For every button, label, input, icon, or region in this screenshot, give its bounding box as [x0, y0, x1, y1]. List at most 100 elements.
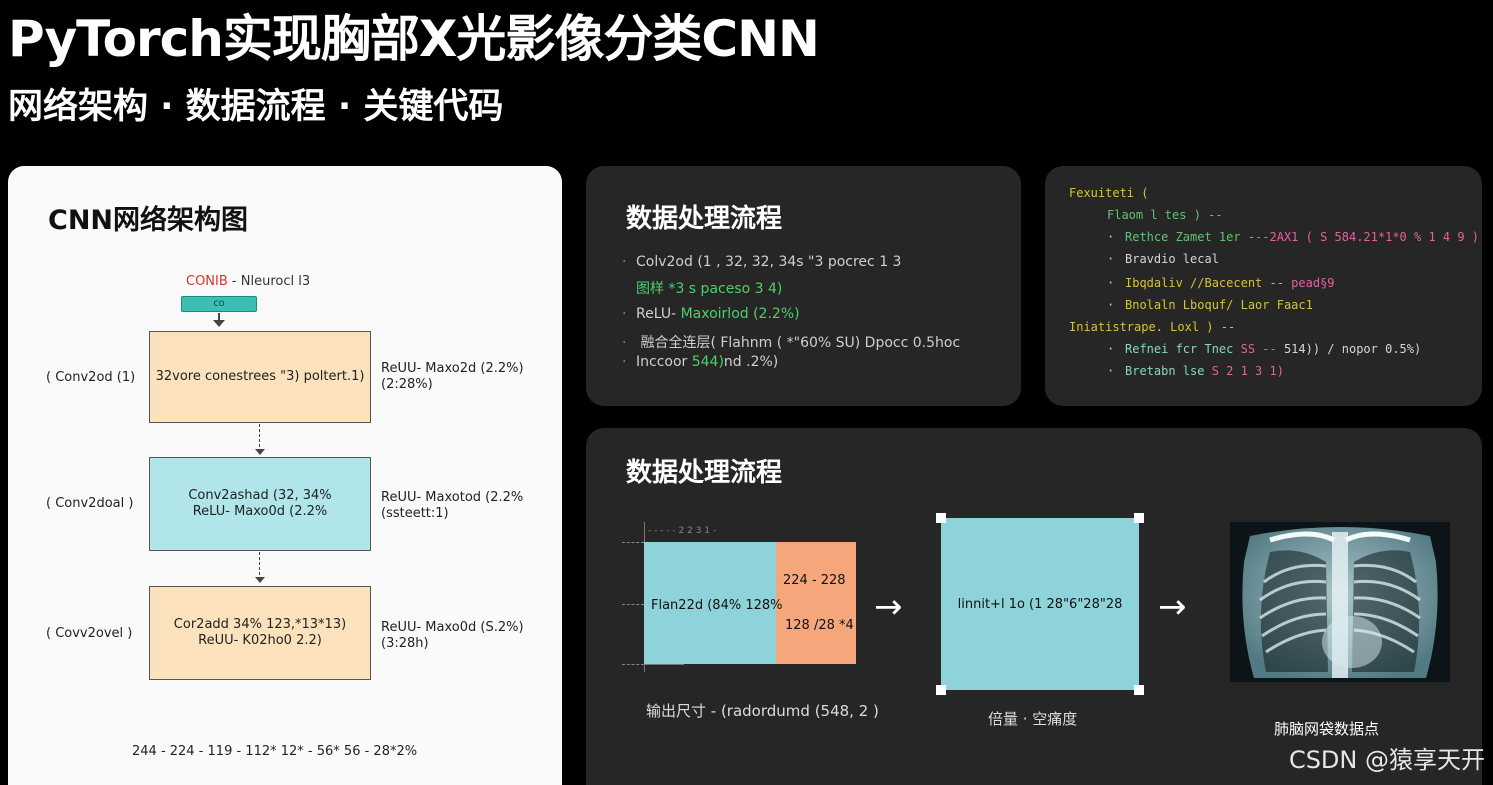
code-segment: SS -- [1240, 342, 1277, 356]
process-line-3: ·ReLU- Maxoirlod (2.2%) [622, 306, 800, 322]
conv-block-3-line2: ReUU- K02ho0 2.2) [198, 633, 322, 648]
linear-layer-label: 倍量 · 空痛度 [988, 710, 1078, 728]
conv-block-2-line2: ReLU- Maxo0d (2.2% [192, 504, 328, 519]
tensor-horizontal-guide [644, 664, 684, 665]
feature-map-dims: 244 - 224 - 119 - 112* 12* - 56* 56 - 28… [132, 744, 418, 759]
code-bullet: · [1107, 364, 1115, 378]
process-line-2-text: 图样 *3 s paceso 3 4) [636, 281, 783, 297]
linear-corner-br [1134, 685, 1144, 695]
input-layer-bar: co [181, 296, 257, 312]
data-flow-card: 数据处理流程 - - - - - 2 2 3 1 - Flan22d (84% … [586, 428, 1482, 785]
xray-label: 肺脑网袋数据点 [1274, 720, 1380, 738]
chest-xray-image [1230, 522, 1450, 682]
block-1-left-label: ( Conv2od (1) [46, 370, 136, 385]
linear-layer-text: linnit+l 1o (1 28"6"28"28 [957, 596, 1123, 612]
code-bullet: · [1107, 342, 1115, 356]
input-arrow-line [218, 313, 220, 323]
tensor-top-guide: - - - - - 2 2 3 1 - [648, 526, 717, 536]
dashed-connector-2 [259, 552, 260, 580]
code-segment: Refnei fcr Tnec [1125, 342, 1241, 356]
watermark: CSDN @猿享天开 [1288, 746, 1485, 774]
conv-block-3-line1: Cor2add 34% 123,*13*13) [173, 617, 347, 632]
code-line-1: Fexuiteti ( [1069, 186, 1148, 200]
linear-corner-bl [936, 685, 946, 695]
input-label: CONIB - Nleurocl l3 [186, 274, 310, 289]
process-line-5-green: 544) [691, 354, 724, 370]
code-bullet: · [1107, 230, 1115, 244]
code-segment: Fexuiteti ( [1069, 186, 1149, 200]
process-line-5-pre: Inccoor [636, 354, 692, 370]
block-1-right-line2: (2:28%) [381, 377, 433, 392]
feature-tensor-depth [776, 542, 856, 664]
dashed-arrow-head-1 [255, 449, 265, 455]
input-label-red: CONIB [186, 274, 228, 289]
process-line-3-pre: ReLU- [636, 306, 681, 322]
code-line-6: · Bnolaln Lboquf/ Laor Faac1 [1107, 298, 1313, 312]
block-3-right-label: ReUU- Maxo0d (S.2%)(3:28h) [381, 620, 524, 652]
conv-block-1-line1: 32vore conestrees "3) poltert.1) [155, 369, 365, 384]
code-segment: Bnolaln Lboquf/ Laor Faac1 [1125, 298, 1313, 312]
conv-block-2-line1: Conv2ashad (32, 34% [188, 488, 332, 503]
code-segment: --2AX1 ( S 584.21*1*0 % 1 4 9 ) [1255, 230, 1480, 244]
process-line-4: · 融合全连层( Flahnm ( *"60% SU) Dpocc 0.5hoc [622, 335, 961, 351]
block-1-right-label: ReUU- Maxo2d (2.2%)(2:28%) [381, 361, 524, 393]
conv-block-2: Conv2ashad (32, 34%ReLU- Maxo0d (2.2% [149, 457, 371, 551]
flow-arrow-1: → [874, 587, 903, 627]
chest-xray-drawing [1230, 522, 1450, 682]
code-segment: Bretabn lse [1125, 364, 1212, 378]
data-process-card: 数据处理流程 ·Colv2od (1 , 32, 32, 34s "3 pocr… [586, 166, 1021, 406]
block-3-right-line1: ReUU- Maxo0d (S.2%) [381, 620, 524, 635]
code-line-2: Flaom l tes ) -- [1107, 208, 1223, 222]
tensor-tick-top [622, 542, 644, 543]
block-2-right-line2: (ssteett:1) [381, 506, 449, 521]
tensor-tick-mid [622, 604, 644, 605]
code-segment: Iniatistrape. Loxl ) -- [1069, 320, 1236, 334]
code-bullet: · [1107, 298, 1115, 312]
code-line-4: · Bravdio lecal [1107, 252, 1219, 266]
page-subtitle: 网络架构 · 数据流程 · 关键代码 [8, 87, 504, 127]
code-card: Fexuiteti ( Flaom l tes ) -- · Rethce Zame… [1045, 166, 1482, 406]
tensor-left-label: Flan22d (84% 128% [651, 598, 783, 613]
dashed-arrow-head-2 [255, 577, 265, 583]
code-segment: 514)) / nopor 0.5%) [1276, 342, 1422, 356]
code-segment: pead§9 [1291, 276, 1335, 290]
process-line-5-post: nd .2%) [723, 354, 779, 370]
conv-block-3: Cor2add 34% 123,*13*13)ReUU- K02ho0 2.2) [149, 586, 371, 680]
architecture-title: CNN网络架构图 [48, 205, 249, 236]
tensor-right-bottom-label: 128 /28 *4 [785, 618, 854, 633]
block-2-left-label: ( Conv2doal ) [46, 496, 134, 511]
linear-corner-tl [936, 513, 946, 523]
code-line-5: ·Ibqdaliv //Bacecent -- pead§9 [1107, 276, 1335, 290]
block-2-right-label: ReUU- Maxotod (2.2%(ssteett:1) [381, 490, 523, 522]
flow-arrow-2: → [1158, 587, 1187, 627]
linear-corner-tr [1134, 513, 1144, 523]
block-1-right-line1: ReUU- Maxo2d (2.2%) [381, 361, 524, 376]
process-line-1-text: Colv2od (1 , 32, 32, 34s "3 pocrec 1 3 [636, 254, 902, 270]
process-line-4-text: 融合全连层( Flahnm ( *"60% SU) Dpocc 0.5hoc [636, 335, 961, 351]
code-segment: S 2 1 3 1) [1211, 364, 1284, 378]
code-line-7: Iniatistrape. Loxl ) -- [1069, 320, 1235, 334]
code-segment: Flaom l tes ) -- [1107, 208, 1223, 222]
block-3-right-line2: (3:28h) [381, 636, 429, 651]
code-segment: Rethce Zamet 1er - [1125, 230, 1256, 244]
linear-layer-box: linnit+l 1o (1 28"6"28"28 [941, 518, 1139, 690]
feature-tensor [644, 542, 776, 664]
process-line-1: ·Colv2od (1 , 32, 32, 34s "3 pocrec 1 3 [622, 254, 902, 270]
code-bullet: · [1107, 276, 1115, 290]
data-process-title: 数据处理流程 [626, 204, 783, 234]
data-flow-title: 数据处理流程 [626, 458, 783, 488]
process-line-5: ·Inccoor 544)nd .2%) [622, 354, 779, 370]
dashed-connector-1 [259, 424, 260, 452]
tensor-tick-bottom [622, 664, 644, 665]
code-line-9: · Bretabn lse S 2 1 3 1) [1107, 364, 1284, 378]
process-line-3-green: Maxoirlod (2.2%) [680, 306, 800, 322]
input-label-rest: - Nleurocl l3 [227, 274, 311, 289]
block-2-right-line1: ReUU- Maxotod (2.2% [381, 490, 524, 505]
input-arrow-head [213, 320, 225, 327]
output-size-label: 输出尺寸 - (radordumd (548, 2 ) [646, 702, 879, 720]
code-bullet: · [1107, 252, 1115, 266]
tensor-right-top-label: 224 - 228 [783, 573, 846, 588]
conv-block-1: 32vore conestrees "3) poltert.1) [149, 331, 371, 423]
code-line-3: · Rethce Zamet 1er ---2AX1 ( S 584.21*1*0… [1107, 230, 1479, 244]
code-segment: Bravdio lecal [1125, 252, 1219, 266]
